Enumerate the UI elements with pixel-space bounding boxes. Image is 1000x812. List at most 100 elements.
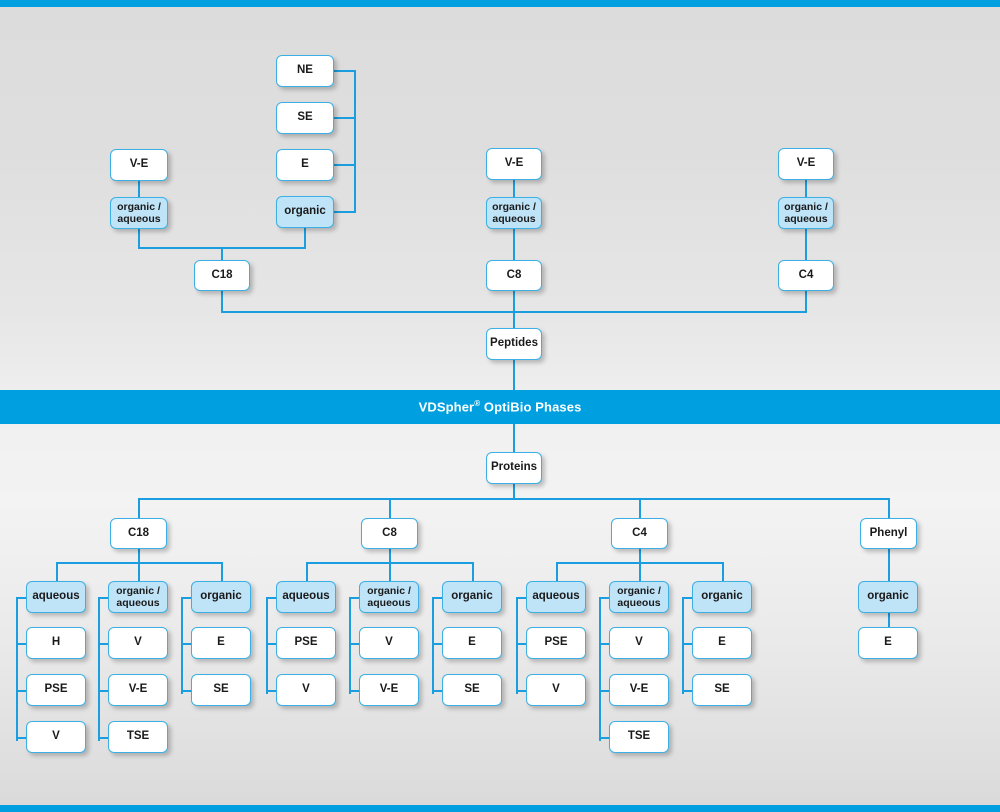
peptides-c18-ve[interactable]: V-E [110, 149, 168, 181]
proteins-c18-organic-item-0[interactable]: E [191, 627, 251, 659]
connector-banner-to-proteins [513, 424, 515, 452]
connector-c18-organic-down [304, 228, 306, 248]
stub-c8-aqueous-0 [266, 643, 278, 645]
peptides-c18-organic-child-se[interactable]: SE [276, 102, 334, 134]
connector-c4-ve-to-mix [805, 180, 807, 197]
connector-se-stub [334, 117, 356, 119]
proteins-c4-category-organic[interactable]: organic [692, 581, 752, 613]
proteins-c8-aqueous-item-0[interactable]: PSE [276, 627, 336, 659]
proteins-c8-aqueous-item-1[interactable]: V [276, 674, 336, 706]
connector-c18-cat-organic [221, 562, 223, 582]
proteins-c8-organic-item-1[interactable]: SE [442, 674, 502, 706]
connector-drop-phenyl [888, 498, 890, 518]
connector-c18-to-bus [221, 291, 223, 313]
peptides-c4-ve[interactable]: V-E [778, 148, 834, 180]
bus-c8-aqueous [266, 597, 268, 694]
connector-c18-mix-down [138, 229, 140, 248]
proteins-root[interactable]: Proteins [486, 452, 542, 484]
bus-c4-mix-in [599, 597, 611, 599]
proteins-group-c8-chain[interactable]: C8 [361, 518, 418, 549]
proteins-c18-mix-item-1[interactable]: V-E [108, 674, 168, 706]
connector-organic-stub [334, 211, 356, 213]
connector-c8-ve-to-mix [513, 180, 515, 197]
top-accent-bar [0, 0, 1000, 7]
proteins-c18-organic-item-1[interactable]: SE [191, 674, 251, 706]
peptides-c18-organic[interactable]: organic [276, 196, 334, 228]
peptides-c18-organic-child-ne[interactable]: NE [276, 55, 334, 87]
stub-c8-organic-0 [432, 643, 444, 645]
proteins-c8-category-mix[interactable]: organic / aqueous [359, 581, 419, 613]
proteins-group-c4-chain[interactable]: C4 [611, 518, 668, 549]
stub-c8-mix-0 [349, 643, 361, 645]
proteins-c18-mix-item-0[interactable]: V [108, 627, 168, 659]
proteins-c4-mix-item-2[interactable]: TSE [609, 721, 669, 753]
proteins-c8-mix-item-1[interactable]: V-E [359, 674, 419, 706]
connector-c8-cat-aqueous [306, 562, 308, 582]
proteins-c8-category-organic[interactable]: organic [442, 581, 502, 613]
connector-phenyl-organic-to-item [888, 613, 890, 627]
connector-c18-cat-aqueous [56, 562, 58, 582]
proteins-c18-category-organic[interactable]: organic [191, 581, 251, 613]
stub-c18-mix-1 [98, 690, 110, 692]
connector-drop-c18 [138, 498, 140, 518]
peptides-c18-mix[interactable]: organic / aqueous [110, 197, 168, 229]
bus-c18-organic [181, 597, 183, 694]
stub-c4-aqueous-1 [516, 690, 528, 692]
proteins-c18-aqueous-item-2[interactable]: V [26, 721, 86, 753]
stub-c4-organic-0 [682, 643, 694, 645]
peptides-c4-chain[interactable]: C4 [778, 260, 834, 291]
proteins-c4-organic-item-1[interactable]: SE [692, 674, 752, 706]
connector-c18-cat-mix [138, 562, 140, 582]
peptides-c18-chain[interactable]: C18 [194, 260, 250, 291]
bus-c8-aqueous-in [266, 597, 278, 599]
connector-c18-group-down [138, 549, 140, 563]
stub-c4-organic-1 [682, 690, 694, 692]
connector-peptides-to-banner [513, 360, 515, 390]
bus-c18-organic-in [181, 597, 193, 599]
proteins-c4-mix-item-0[interactable]: V [609, 627, 669, 659]
connector-c8-mix-to-chain [513, 229, 515, 260]
connector-c4-cat-aqueous [556, 562, 558, 582]
bus-c18-mix [98, 597, 100, 741]
peptides-c8-mix[interactable]: organic / aqueous [486, 197, 542, 229]
proteins-c18-mix-item-2[interactable]: TSE [108, 721, 168, 753]
stub-c18-aqueous-2 [16, 737, 28, 739]
proteins-group-c18-chain[interactable]: C18 [110, 518, 167, 549]
connector-c4-mix-to-chain [805, 229, 807, 260]
proteins-c18-category-mix[interactable]: organic / aqueous [108, 581, 168, 613]
proteins-c8-category-aqueous[interactable]: aqueous [276, 581, 336, 613]
proteins-c18-aqueous-item-1[interactable]: PSE [26, 674, 86, 706]
proteins-phenyl-category-organic[interactable]: organic [858, 581, 918, 613]
proteins-c8-organic-item-0[interactable]: E [442, 627, 502, 659]
peptides-c18-organic-child-e[interactable]: E [276, 149, 334, 181]
proteins-c4-category-mix[interactable]: organic / aqueous [609, 581, 669, 613]
proteins-c4-aqueous-item-0[interactable]: PSE [526, 627, 586, 659]
stub-c4-aqueous-0 [516, 643, 528, 645]
bus-c8-mix-in [349, 597, 361, 599]
proteins-c18-aqueous-item-0[interactable]: H [26, 627, 86, 659]
connector-drop-c8 [389, 498, 391, 518]
proteins-c8-mix-item-0[interactable]: V [359, 627, 419, 659]
connector-proteins-down [513, 484, 515, 499]
proteins-c18-category-aqueous[interactable]: aqueous [26, 581, 86, 613]
proteins-c4-organic-item-0[interactable]: E [692, 627, 752, 659]
connector-c4-to-bus [805, 291, 807, 313]
connector-ne-stub [334, 70, 356, 72]
stub-c18-mix-0 [98, 643, 110, 645]
connector-c8-cat-organic [472, 562, 474, 582]
proteins-c4-category-aqueous[interactable]: aqueous [526, 581, 586, 613]
bus-c18-aqueous [16, 597, 18, 741]
peptides-c4-mix[interactable]: organic / aqueous [778, 197, 834, 229]
proteins-phenyl-organic-item-0[interactable]: E [858, 627, 918, 659]
stub-c18-aqueous-1 [16, 690, 28, 692]
peptides-c8-ve[interactable]: V-E [486, 148, 542, 180]
proteins-c4-aqueous-item-1[interactable]: V [526, 674, 586, 706]
proteins-group-phenyl-chain[interactable]: Phenyl [860, 518, 917, 549]
bottom-accent-bar [0, 805, 1000, 812]
stub-c4-mix-2 [599, 737, 611, 739]
bus-c18-aqueous-in [16, 597, 28, 599]
connector-phenyl-to-organic [888, 549, 890, 581]
peptides-root[interactable]: Peptides [486, 328, 542, 360]
peptides-c8-chain[interactable]: C8 [486, 260, 542, 291]
proteins-c4-mix-item-1[interactable]: V-E [609, 674, 669, 706]
